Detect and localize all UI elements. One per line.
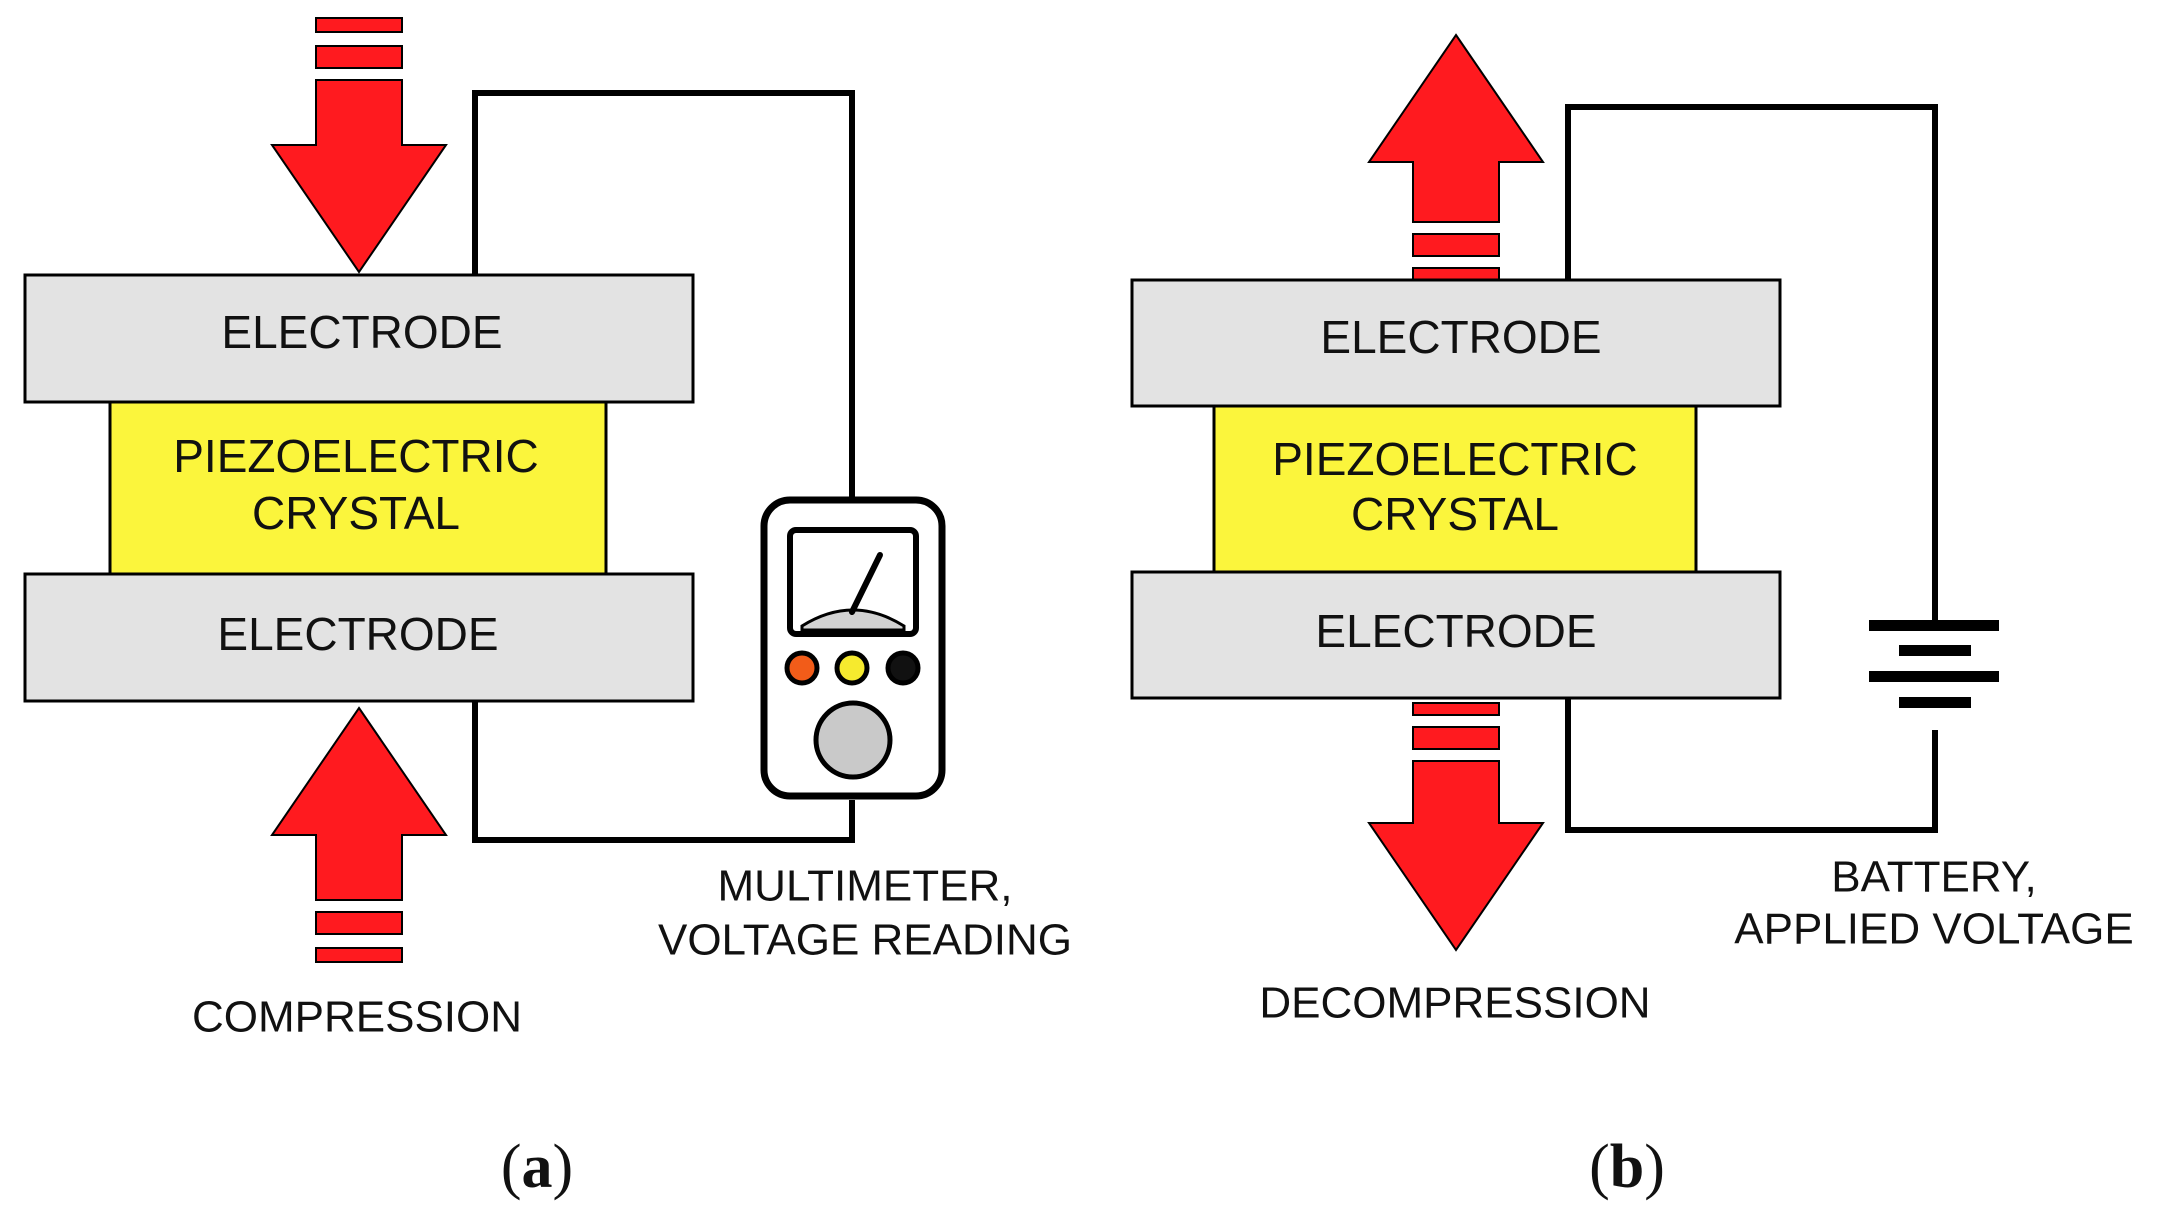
panel-a-bottom-electrode-box: [23, 572, 695, 703]
battery-label-line1: BATTERY,: [1831, 853, 2036, 902]
panel-b-top-electrode: ELECTRODE: [1130, 278, 1782, 408]
panel-b-top-arrow-bar-2: [1412, 267, 1500, 281]
panel-a-top-arrow-bar-2: [315, 45, 403, 69]
panel-b-crystal: PIEZOELECTRIC CRYSTAL: [1212, 404, 1698, 574]
panel-a-bottom-arrow-bar-2: [315, 947, 403, 963]
panel-a-up-arrow-icon: [270, 706, 448, 901]
panel-b-down-arrow-icon: [1367, 760, 1545, 952]
panel-b-crystal-label-line2: CRYSTAL: [1351, 488, 1559, 540]
battery-plate-1: [1869, 620, 1999, 631]
compression-label: COMPRESSION: [192, 993, 522, 1042]
battery-plate-3: [1869, 671, 1999, 682]
panel-b-top-electrode-box: [1130, 278, 1782, 408]
panel-b-crystal-box: [1212, 404, 1698, 574]
multimeter-led-orange: [784, 650, 820, 686]
multimeter-dial-arc: [800, 608, 906, 632]
panel-a-crystal-label-line1: PIEZOELECTRIC: [173, 430, 539, 482]
battery-plate-4: [1899, 697, 1971, 708]
panel-a-top-electrode-label: ELECTRODE: [221, 306, 502, 358]
multimeter-label-line1: MULTIMETER,: [718, 862, 1013, 911]
panel-b-bottom-arrow-bar-2: [1412, 726, 1500, 750]
panel-a-bottom-arrow-bar-1: [315, 911, 403, 935]
panel-a-letter: (a): [501, 1133, 573, 1201]
battery-icon: [1869, 620, 1999, 708]
panel-b: ELECTRODE PIEZOELECTRIC CRYSTAL ELECTROD…: [1130, 33, 2134, 1201]
panel-b-bottom-electrode: ELECTRODE: [1130, 570, 1782, 700]
panel-a-crystal-box: [108, 400, 608, 576]
panel-a-bottom-arrow: [270, 706, 448, 963]
multimeter-needle: [849, 552, 883, 615]
battery-plate-2: [1899, 645, 1971, 656]
multimeter-knob: [813, 700, 893, 780]
panel-b-top-arrow: [1367, 33, 1545, 281]
battery-label-line2: APPLIED VOLTAGE: [1734, 905, 2133, 954]
panel-a-top-arrow-bar-1: [315, 17, 403, 33]
multimeter-icon: [760, 496, 946, 800]
multimeter-label-line2: VOLTAGE READING: [658, 916, 1072, 965]
panel-b-circuit-wire: [1565, 104, 1938, 833]
panel-a-bottom-electrode-label: ELECTRODE: [217, 608, 498, 660]
multimeter-dial-window: [787, 527, 919, 637]
decompression-label: DECOMPRESSION: [1259, 979, 1650, 1028]
panel-b-bottom-electrode-box: [1130, 570, 1782, 700]
panel-a-top-electrode-box: [23, 273, 695, 404]
panel-b-bottom-electrode-label: ELECTRODE: [1315, 605, 1596, 657]
panel-a-top-arrow: [270, 17, 448, 274]
panel-b-letter: (b): [1589, 1133, 1665, 1201]
multimeter-led-yellow: [834, 650, 870, 686]
panel-a-crystal: PIEZOELECTRIC CRYSTAL: [108, 400, 608, 576]
panel-b-letter-value: b: [1610, 1133, 1644, 1201]
panel-b-top-arrow-bar-1: [1412, 233, 1500, 257]
panel-b-bottom-arrow: [1367, 702, 1545, 952]
multimeter-led-black: [885, 650, 921, 686]
panel-a-top-electrode: ELECTRODE: [23, 273, 695, 404]
panel-a: ELECTRODE PIEZOELECTRIC CRYSTAL ELECTROD…: [23, 17, 1072, 1201]
panel-b-bottom-arrow-bar-1: [1412, 702, 1500, 716]
panel-a-crystal-label-line2: CRYSTAL: [252, 487, 460, 539]
panel-b-crystal-label-line1: PIEZOELECTRIC: [1272, 433, 1638, 485]
panel-a-circuit-wire: [472, 90, 855, 843]
panel-b-top-electrode-label: ELECTRODE: [1320, 311, 1601, 363]
panel-a-down-arrow-icon: [270, 79, 448, 274]
panel-a-bottom-electrode: ELECTRODE: [23, 572, 695, 703]
panel-a-letter-value: a: [522, 1133, 553, 1201]
panel-b-up-arrow-icon: [1367, 33, 1545, 223]
